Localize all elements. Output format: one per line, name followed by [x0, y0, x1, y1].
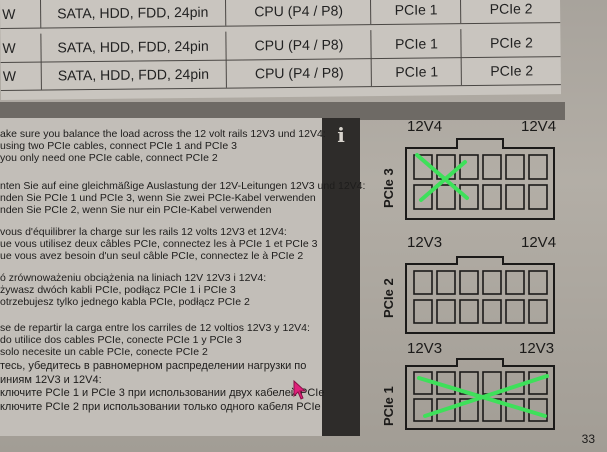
cpu-cell: CPU (P4 / P8) [224, 0, 372, 26]
instruction-line: иниям 12V3 и 12V4: [0, 373, 102, 386]
instruction-line: nden Sie PCIe 1 und PCIe 3, wenn Sie zwe… [0, 192, 316, 204]
connectors-cell: SATA, HDD, FDD, 24pin [40, 31, 226, 62]
cross-mark-icon [415, 153, 469, 202]
cpu-cell: CPU (P4 / P8) [225, 58, 372, 88]
connectors-cell: SATA, HDD, FDD, 24pin [39, 0, 226, 28]
info-sidebar [322, 118, 360, 436]
instructions-panel [0, 118, 360, 436]
instructions-de: nten Sie auf eine gleichmäßige Auslastun… [0, 180, 366, 216]
instruction-line: you only need one PCIe cable, connect PC… [0, 152, 218, 164]
pcie2-cell: PCIe 2 [460, 56, 562, 86]
instruction-line: solo necesite un cable PCIe, conecte PCI… [0, 346, 208, 358]
instruction-line: nden Sie PCIe 2, wenn Sie nur ein PCIe-K… [0, 204, 272, 216]
pcie1-cell: PCIe 1 [370, 29, 462, 59]
instruction-line: se de repartir la carga entre los carril… [0, 322, 310, 334]
mouse-cursor-icon [293, 379, 307, 400]
instruction-line: ó zrównoważeniu obciążenia na liniach 12… [0, 272, 267, 284]
instructions-en: ake sure you balance the load across the… [0, 128, 326, 164]
info-icon: i [337, 123, 345, 147]
instruction-line: ue vous utilisez deux câbles PCIe, conne… [0, 238, 318, 250]
wattage-cell: W [2, 5, 16, 22]
instruction-line: żywasz dwóch kabli PCIe, podłącz PCIe 1 … [0, 284, 236, 296]
rail-label-left: 12V3 [407, 340, 443, 357]
pcie2-cell: PCIe 2 [459, 0, 562, 24]
cpu-cell: CPU (P4 / P8) [225, 30, 372, 60]
pcie2-cell: PCIe 2 [460, 28, 562, 58]
pcie1-side-label: PCIe 1 [381, 386, 396, 426]
connector-diagrams: 12V4 12V4 PCIe 3 12V3 12V4 PCIe 2 [365, 110, 565, 440]
pcie3-connector [405, 138, 555, 220]
pcie3-side-label: PCIe 3 [381, 168, 396, 208]
rail-label-right: 12V4 [521, 234, 557, 251]
instruction-line: тесь, убедитесь в равномерном распределе… [0, 360, 307, 372]
table-row: W SATA, HDD, FDD, 24pin CPU (P4 / P8) PC… [0, 0, 562, 29]
instruction-line: ake sure you balance the load across the… [0, 128, 326, 140]
instruction-line: vous d'équilibrer la charge sur les rail… [0, 226, 287, 238]
rail-label-left: 12V4 [407, 118, 443, 135]
instructions-pl: ó zrównoważeniu obciążenia na liniach 12… [0, 272, 320, 308]
pcie1-connector [405, 358, 555, 430]
instruction-line: otrzebujesz tylko jednego kabla PCIe, po… [0, 296, 250, 308]
rail-label-right: 12V4 [521, 118, 557, 135]
connectors-cell: SATA, HDD, FDD, 24pin [40, 59, 226, 90]
table-row: W SATA, HDD, FDD, 24pin CPU (P4 / P8) PC… [0, 56, 562, 91]
pcie2-connector [405, 256, 555, 334]
rail-label-right: 12V3 [519, 340, 555, 357]
divider-band [0, 102, 565, 120]
instructions-ru: тесь, убедитесь в равномерном распределе… [0, 360, 330, 414]
pcie2-side-label: PCIe 2 [381, 278, 396, 318]
instructions-fr: vous d'équilibrer la charge sur les rail… [0, 226, 320, 262]
instructions-es: se de repartir la carga entre los carril… [0, 322, 320, 358]
instruction-line: using two PCIe cables, connect PCIe 1 an… [0, 140, 237, 152]
instruction-line: ue vous avez besoin d'un seul câble PCIe… [0, 250, 304, 262]
rail-label-left: 12V3 [407, 234, 443, 251]
instruction-line: ключите PCIe 2 при использовании только … [0, 400, 321, 413]
wattage-cell: W [2, 67, 17, 84]
pcie1-cell: PCIe 1 [370, 57, 462, 87]
instruction-line: ключите PCIe 1 и PCIe 3 при использовани… [0, 387, 325, 399]
cross-mark-icon [417, 374, 549, 418]
instruction-line: nten Sie auf eine gleichmäßige Auslastun… [0, 180, 366, 192]
pcie1-cell: PCIe 1 [369, 0, 462, 25]
psu-rail-table: W SATA, HDD, FDD, 24pin CPU (P4 / P8) PC… [0, 0, 562, 100]
instruction-line: do utilice dos cables PCIe, conecte PCIe… [0, 334, 242, 346]
page-number: 33 [581, 432, 595, 446]
wattage-cell: W [2, 39, 16, 56]
